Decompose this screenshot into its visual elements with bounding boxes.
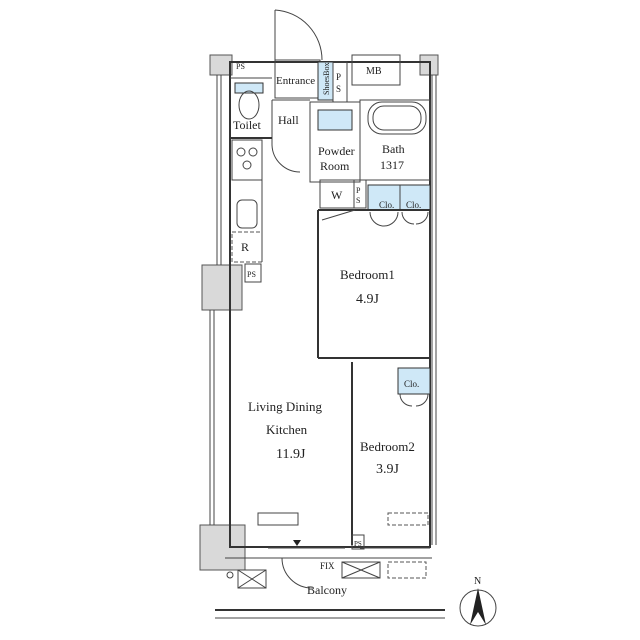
fridge-label: R [241, 240, 249, 254]
bathtub-inner [372, 105, 422, 131]
closet-door [401, 211, 415, 225]
north-arrow-icon [470, 588, 486, 625]
column-mid-left [201, 264, 243, 311]
closet-label-3: Clo. [404, 379, 419, 389]
powder-room [309, 101, 361, 183]
column-top-left [209, 54, 233, 76]
washer-label: W [331, 188, 343, 202]
burner [236, 147, 246, 157]
outdoor-unit-dashed [387, 561, 427, 579]
bath-label: Bath [382, 142, 405, 156]
closet-label-1: Clo. [379, 200, 394, 210]
ps-box-mid [353, 179, 367, 209]
north-label: N [474, 576, 481, 587]
closet-bedroom1 [367, 184, 431, 211]
ldk-label-1: Living Dining [248, 399, 323, 414]
aircon-bedroom2 [387, 512, 429, 526]
bedroom1-label: Bedroom1 [340, 267, 395, 282]
aircon-ldk [257, 512, 299, 526]
entry-marker [293, 540, 301, 546]
compass: N [459, 576, 497, 627]
ps-label-kitchen: PS [247, 270, 256, 279]
balcony-door [281, 557, 313, 589]
washbasin [317, 109, 353, 131]
ldk-size: 11.9J [276, 447, 306, 462]
bedroom2-size: 3.9J [376, 462, 400, 477]
sink [236, 199, 258, 229]
mb-label: MB [366, 66, 382, 77]
outdoor-unit-cross [237, 569, 267, 589]
entrance-door [274, 9, 323, 61]
closet-door [415, 211, 429, 225]
ps-box-kitchen [244, 263, 262, 283]
stove [231, 139, 263, 181]
bedroom2-label: Bedroom2 [360, 439, 415, 454]
ps-label-bottom: PS [354, 540, 362, 548]
burner [248, 147, 258, 157]
toilet-tank [234, 82, 264, 94]
hall-label: Hall [278, 113, 299, 127]
burner [242, 160, 252, 170]
bathtub [367, 101, 427, 135]
balcony [215, 557, 445, 619]
ps-vertical-mid-1: P [356, 186, 361, 195]
closet-label-2: Clo. [406, 200, 421, 210]
closet-door [369, 211, 385, 227]
closet-door [415, 393, 429, 407]
ps-vertical-mid-2: S [356, 196, 360, 205]
ps-label-top: PS [236, 62, 245, 71]
outdoor-unit [341, 561, 381, 579]
ps-box-bottom [351, 534, 365, 550]
ldk-label-2: Kitchen [266, 422, 308, 437]
ps-vertical-top-2: S [336, 84, 341, 94]
powder-room-label-2: Room [320, 159, 350, 173]
powder-room-label-1: Powder [318, 144, 355, 158]
closet-bedroom2 [397, 367, 431, 395]
outdoor-unit-cross [341, 561, 381, 579]
closet-door [383, 211, 399, 227]
unit-walls [229, 54, 431, 550]
bedroom1-size: 4.9J [356, 292, 380, 307]
outdoor-unit [237, 569, 267, 589]
unit-outline [229, 61, 431, 548]
balcony-label: Balcony [307, 583, 347, 597]
closet-door [399, 393, 413, 407]
drain [226, 571, 234, 579]
entrance-label: Entrance [276, 75, 315, 87]
mb-box [351, 54, 401, 86]
door-bedroom1 [321, 209, 356, 221]
shoes-box-label: ShoesBox [322, 63, 331, 95]
bath-size-label: 1317 [380, 158, 404, 172]
hall-door [271, 144, 301, 173]
ps-box-top [332, 61, 348, 103]
toilet-bowl [238, 90, 260, 120]
ps-vertical-top-1: P [336, 72, 341, 82]
fix-label: FIX [320, 561, 335, 571]
toilet-label: Toilet [233, 118, 261, 132]
